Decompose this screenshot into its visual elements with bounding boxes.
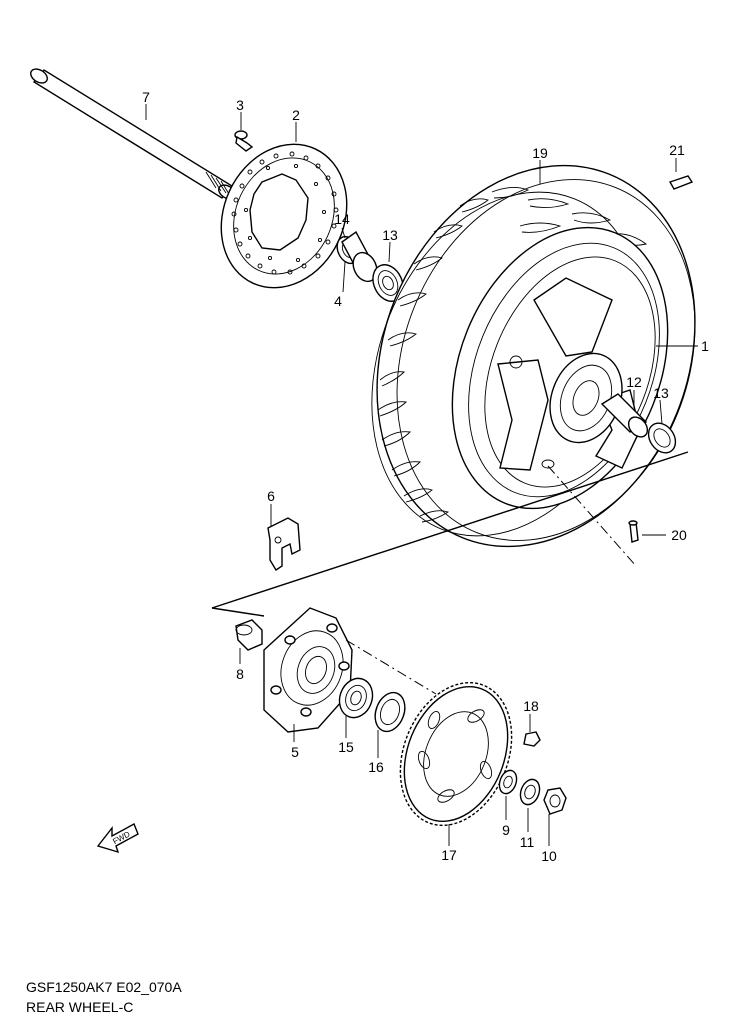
callout-2: 2 bbox=[292, 107, 300, 123]
callout-11: 11 bbox=[520, 834, 535, 850]
callout-6: 6 bbox=[267, 488, 275, 504]
bearing-part-13-right bbox=[647, 422, 677, 454]
assembly-lines bbox=[211, 451, 689, 695]
callout-14: 14 bbox=[334, 211, 350, 227]
callout-16: 16 bbox=[368, 759, 384, 775]
diagram-code: GSF1250AK7 E02_070A bbox=[26, 979, 182, 995]
callout-13-right: 13 bbox=[653, 385, 669, 401]
callout-13-left: 13 bbox=[382, 227, 398, 243]
bolt-part-3 bbox=[234, 130, 254, 152]
bearing-part-13-left bbox=[372, 264, 404, 302]
callouts: 7 3 2 14 13 4 19 1 12 13 21 20 6 8 5 15 … bbox=[142, 89, 709, 864]
washer-part-11 bbox=[519, 778, 541, 806]
callout-4: 4 bbox=[334, 293, 342, 309]
bracket-part-6 bbox=[267, 517, 301, 571]
callout-21: 21 bbox=[669, 142, 685, 158]
wheel-and-tire-part-1-19 bbox=[371, 164, 696, 548]
axle-part-7 bbox=[30, 68, 236, 200]
callout-7: 7 bbox=[142, 89, 150, 105]
callout-20: 20 bbox=[671, 527, 687, 543]
fwd-direction-arrow: FWD bbox=[96, 823, 139, 854]
diagram-title: REAR WHEEL-C bbox=[26, 999, 133, 1015]
callout-15: 15 bbox=[338, 739, 354, 755]
callout-9: 9 bbox=[502, 822, 510, 838]
callout-1: 1 bbox=[701, 338, 709, 354]
spacer-part-14 bbox=[341, 230, 378, 283]
nut-part-10 bbox=[543, 787, 567, 815]
nut-part-8 bbox=[235, 619, 263, 651]
callout-8: 8 bbox=[236, 666, 244, 682]
callout-3: 3 bbox=[236, 97, 244, 113]
callout-18: 18 bbox=[523, 698, 539, 714]
nut-part-18 bbox=[523, 731, 541, 747]
oil-seal-part-16 bbox=[374, 691, 406, 733]
callout-5: 5 bbox=[291, 744, 299, 760]
callout-17: 17 bbox=[441, 847, 457, 863]
balance-weight-part-21 bbox=[668, 175, 694, 190]
valve-part-20 bbox=[628, 520, 639, 543]
callout-19: 19 bbox=[532, 145, 548, 161]
spacer-part-12 bbox=[600, 393, 649, 438]
sprocket-part-17 bbox=[399, 681, 513, 827]
sprocket-hub-part-5 bbox=[263, 607, 353, 733]
callout-12: 12 bbox=[626, 374, 642, 390]
spacer-part-9 bbox=[498, 769, 518, 795]
leader-lines bbox=[145, 104, 698, 846]
callout-10: 10 bbox=[541, 848, 557, 864]
bearing-part-15 bbox=[338, 677, 374, 719]
